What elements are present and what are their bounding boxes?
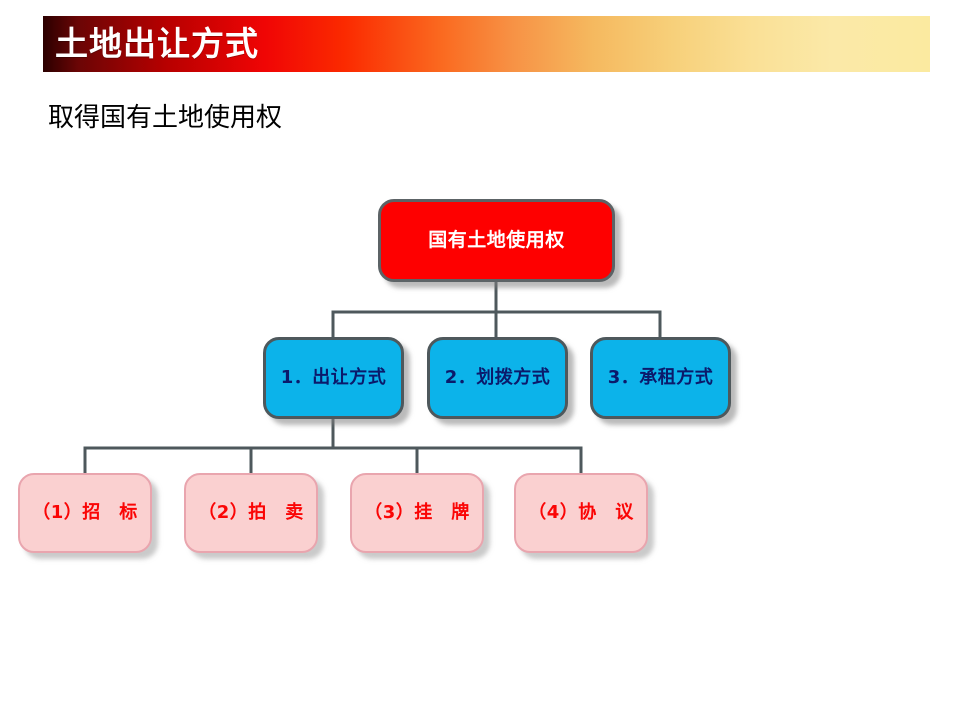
node-level3-1-label: （1）招 标: [32, 502, 138, 524]
header-banner: 土地出让方式: [43, 16, 930, 72]
node-root[interactable]: 国有土地使用权: [378, 199, 615, 282]
page-title: 土地出让方式: [55, 24, 259, 63]
node-level2-3[interactable]: 3．承租方式: [590, 337, 731, 419]
node-level3-4[interactable]: （4）协 议: [514, 473, 648, 553]
node-level2-3-label: 3．承租方式: [607, 367, 714, 389]
node-level2-1[interactable]: 1．出让方式: [263, 337, 404, 419]
subtitle-text: 取得国有土地使用权: [48, 103, 283, 133]
node-level2-1-label: 1．出让方式: [280, 367, 387, 389]
node-root-label: 国有土地使用权: [428, 229, 565, 252]
node-level2-2[interactable]: 2．划拨方式: [427, 337, 568, 419]
node-level3-3-label: （3）挂 牌: [364, 502, 470, 524]
node-level3-3[interactable]: （3）挂 牌: [350, 473, 484, 553]
node-level3-2[interactable]: （2）拍 卖: [184, 473, 318, 553]
node-level3-2-label: （2）拍 卖: [198, 502, 304, 524]
node-level3-1[interactable]: （1）招 标: [18, 473, 152, 553]
node-level3-4-label: （4）协 议: [528, 502, 634, 524]
node-level2-2-label: 2．划拨方式: [444, 367, 551, 389]
